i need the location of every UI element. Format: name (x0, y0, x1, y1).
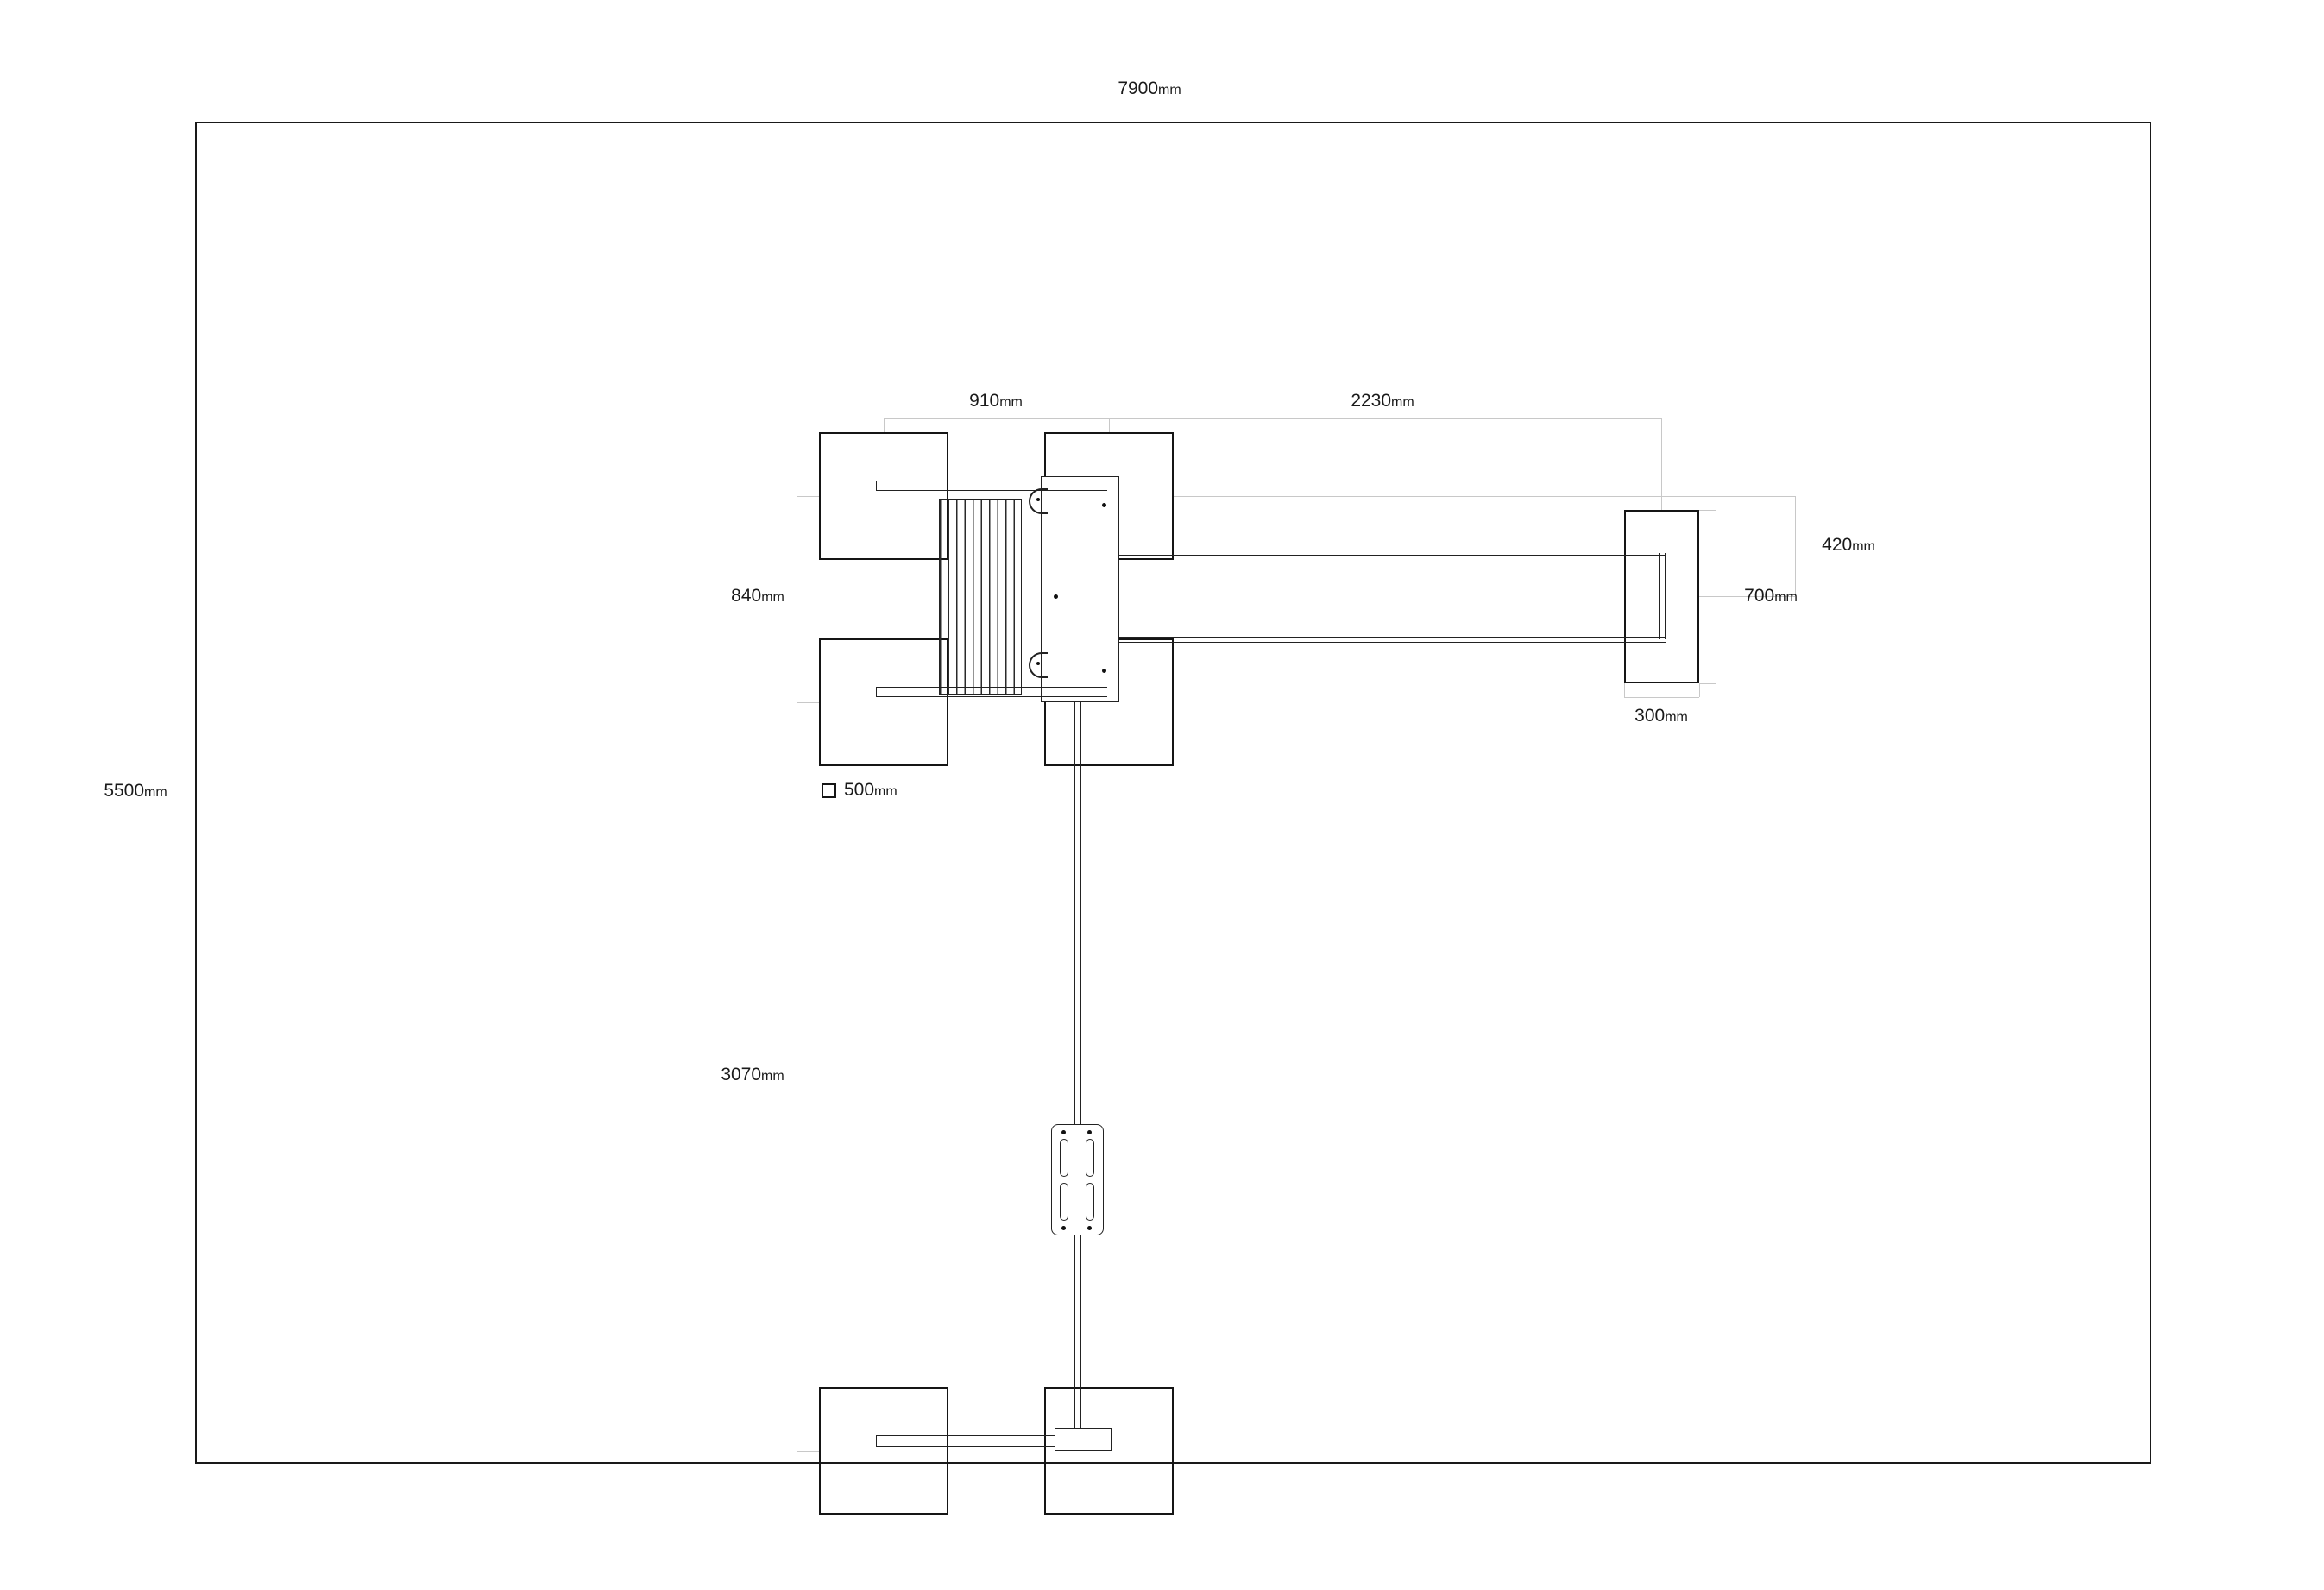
horizontal-arm-rail-bottom (1119, 637, 1666, 643)
dim-line-420 (1795, 496, 1796, 596)
hook-pivot-dot (1036, 662, 1040, 665)
plate-bolt-dot (1087, 1130, 1092, 1134)
dim-ext-300-left (1624, 683, 1625, 697)
dim-ext-420-bottom (1699, 596, 1795, 597)
bolt-dot (1054, 594, 1058, 599)
foundation-pad-bottom-left (819, 1387, 948, 1515)
dim-ext-700-top (1699, 510, 1716, 511)
dim-840-label: 840mm (731, 586, 784, 606)
dim-420-label: 420mm (1822, 535, 1875, 555)
dim-room-width-label: 7900mm (1118, 79, 1181, 98)
hook-bottom-icon (1029, 652, 1048, 678)
dim-500-label: 500mm (844, 780, 897, 800)
dim-room-height-label: 5500mm (104, 781, 167, 801)
dim-3070-label: 3070mm (721, 1065, 784, 1084)
horizontal-arm-rail-top (1119, 550, 1666, 556)
hook-pivot-dot (1036, 498, 1040, 501)
mounting-slot (1086, 1183, 1094, 1221)
mounting-slot (1060, 1139, 1068, 1177)
dim-ext-pad-left-center (884, 418, 885, 432)
foundation-pad-bottom-right (1044, 1387, 1174, 1515)
dim-ext-row-top (797, 496, 819, 497)
dim-line-top (884, 418, 1661, 419)
pad-size-legend-square-icon (822, 782, 836, 798)
dim-ext-420-top (1174, 496, 1795, 497)
dim-ext-pad-right-center (1109, 418, 1110, 432)
cross-beam-bottom (876, 687, 1107, 697)
vertical-arm-rail (1074, 701, 1081, 1442)
bolt-dot (1102, 669, 1106, 673)
foundation-pad-far-right (1624, 510, 1699, 683)
dim-910-label: 910mm (969, 391, 1023, 411)
dim-ext-700-bottom (1699, 683, 1716, 684)
dim-ext-row-bottom (797, 1451, 819, 1452)
ramp-platform (939, 499, 1022, 695)
vertical-arm-foot (1055, 1428, 1112, 1451)
cross-beam-top (876, 481, 1107, 491)
bolt-dot (1102, 503, 1106, 507)
plate-bolt-dot (1061, 1130, 1066, 1134)
dim-700-label: 700mm (1744, 586, 1798, 606)
dim-ext-300-right (1699, 683, 1700, 697)
machine-body (1041, 476, 1119, 702)
room-boundary (195, 122, 2151, 1464)
dim-line-300 (1624, 697, 1699, 698)
pad-size-legend: 500mm (822, 780, 897, 801)
mounting-plate (1051, 1124, 1104, 1235)
dim-ext-far-pad-center (1661, 418, 1662, 510)
mounting-slot (1086, 1139, 1094, 1177)
horizontal-arm-end-cap (1659, 553, 1666, 639)
hook-top-icon (1029, 488, 1048, 514)
foundation-pad-mid-left (819, 638, 948, 766)
mounting-slot (1060, 1183, 1068, 1221)
dim-ext-row-mid (797, 702, 819, 703)
plate-bolt-dot (1087, 1226, 1092, 1230)
dim-2230-label: 2230mm (1351, 391, 1414, 411)
dim-300-label: 300mm (1634, 706, 1688, 726)
plate-bolt-dot (1061, 1226, 1066, 1230)
foundation-pad-top-left (819, 432, 948, 560)
